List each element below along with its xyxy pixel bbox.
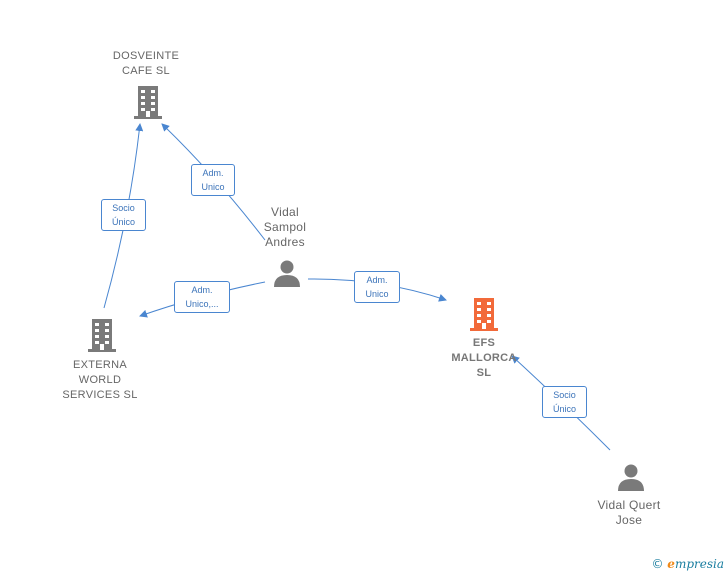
- node-externa-label[interactable]: EXTERNA WORLD SERVICES SL: [50, 358, 150, 403]
- edge-label-line1: Socio: [112, 203, 135, 213]
- edge-label-socio-efs[interactable]: Socio Único: [542, 386, 587, 418]
- node-externa-label-line1: EXTERNA: [72, 359, 128, 371]
- node-vidal-quert-label-line2: Jose: [615, 513, 643, 527]
- edge-label-line2: Único: [552, 404, 576, 414]
- empresia-logo[interactable]: © empresia: [651, 557, 724, 571]
- person-icon[interactable]: [272, 258, 302, 288]
- node-vidal-quert-label-line1: Vidal Quert: [597, 498, 661, 512]
- edge-label-line1: Adm.: [202, 168, 224, 178]
- edge-label-socio-dosveinte[interactable]: Socio Único: [101, 199, 146, 231]
- node-efs-label-line1: EFS: [472, 337, 496, 349]
- node-efs-label-line3: SL: [476, 367, 492, 379]
- edge-label-adm-externa[interactable]: Adm. Unico,...: [174, 281, 230, 313]
- node-dosveinte-label-line1: DOSVEINTE: [112, 50, 180, 62]
- node-vidal-sampol-label-line3: Andres: [265, 235, 305, 249]
- node-efs-label[interactable]: EFS MALLORCA SL: [434, 336, 534, 381]
- building-icon[interactable]: [132, 84, 164, 120]
- building-icon[interactable]: [468, 296, 500, 332]
- edge-label-adm-dosveinte[interactable]: Adm. Unico: [191, 164, 235, 196]
- node-externa-label-line2: WORLD: [78, 374, 122, 386]
- brand-e-letter: e: [667, 557, 675, 571]
- edge-label-line2: Unico,...: [185, 299, 219, 309]
- node-dosveinte-label-line2: CAFE SL: [122, 65, 170, 77]
- edge-label-line2: Único: [111, 217, 135, 227]
- copyright-icon: ©: [651, 557, 664, 571]
- edge-label-line1: Socio: [553, 390, 576, 400]
- node-vidal-sampol-label-line2: Sampol: [263, 220, 307, 234]
- person-icon[interactable]: [616, 462, 646, 492]
- edge-label-line1: Adm.: [191, 285, 213, 295]
- edge-label-line2: Unico: [201, 182, 225, 192]
- node-efs-label-line2: MALLORCA: [451, 352, 517, 364]
- node-vidal-sampol-label-line1: Vidal: [271, 205, 299, 219]
- brand-name: mpresia: [674, 557, 724, 571]
- node-vidal-quert-label[interactable]: Vidal Quert Jose: [584, 498, 674, 528]
- edge-label-adm-efs[interactable]: Adm. Unico: [354, 271, 400, 303]
- building-icon[interactable]: [86, 317, 118, 353]
- node-externa-label-line3: SERVICES SL: [62, 389, 138, 401]
- edge-label-line1: Adm.: [366, 275, 388, 285]
- node-dosveinte-label[interactable]: DOSVEINTE CAFE SL: [96, 49, 196, 79]
- node-vidal-sampol-label[interactable]: Vidal Sampol Andres: [240, 205, 330, 250]
- edge-label-line2: Unico: [365, 289, 389, 299]
